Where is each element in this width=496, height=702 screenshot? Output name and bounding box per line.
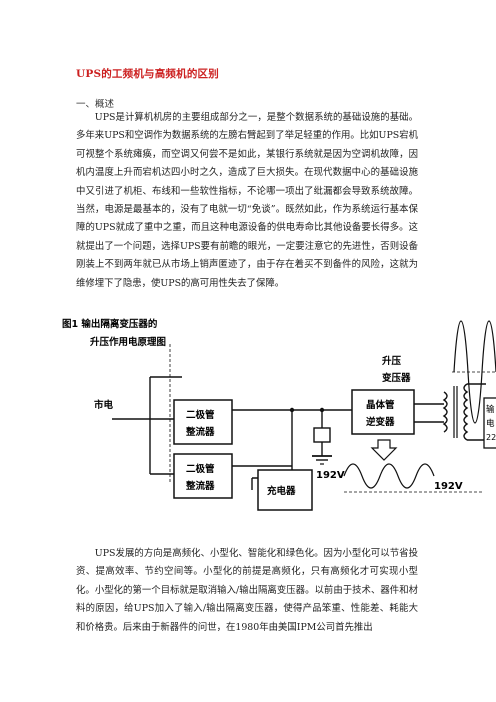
inverter-box (351, 389, 415, 435)
small-sine-wave (343, 463, 435, 489)
circuit-figure: 图1 输出隔离变压器的 升压作用电原理图 市电 二极管 整流器 二极管 整流器 … (62, 318, 496, 511)
rectifier1-line2: 整流器 (185, 426, 215, 438)
rectifier2-line1: 二极管 (186, 463, 215, 475)
rectifier-box-1 (173, 399, 233, 445)
transformer-primary-coil (442, 391, 448, 433)
section-heading: 一、概述 (76, 99, 115, 110)
output-line3: 22 (486, 433, 496, 442)
mains-label: 市电 (94, 399, 114, 411)
transformer-line2: 变压器 (382, 372, 411, 384)
transformer-secondary-coil (463, 383, 469, 441)
inverter-line2: 逆变器 (366, 416, 395, 428)
output-line2: 电 (486, 418, 495, 429)
paragraph-overview: UPS是计算机机房的主要组成部分之一，是整个数据系统的基础设施的基础。多年来UP… (76, 109, 418, 293)
inverter-out-voltage: 192V (434, 481, 463, 492)
rectifier-box-2 (173, 453, 233, 499)
charger-label: 充电器 (267, 485, 296, 497)
charger-box (257, 469, 313, 511)
figure-caption-line1: 图1 输出隔离变压器的 (62, 318, 158, 330)
output-box (483, 397, 496, 449)
battery-icon (313, 427, 331, 443)
rectifier2-line2: 整流器 (185, 480, 215, 492)
paragraph-overview-text: UPS是计算机机房的主要组成部分之一，是整个数据系统的基础设施的基础。多年来UP… (76, 112, 418, 289)
output-line1: 输 (486, 404, 495, 415)
paragraph-trend-text: UPS发展的方向是高频化、小型化、智能化和绿色化。因为小型化可以节省投资、提高效… (76, 548, 418, 633)
battery-voltage: 192V (316, 470, 345, 481)
document-title: UPS的工频机与高频机的区别 (76, 68, 219, 80)
transformer-line1: 升压 (382, 355, 402, 367)
large-sine-wave (453, 320, 496, 424)
figure-caption-line2: 升压作用电原理图 (90, 336, 166, 348)
inverter-line1: 晶体管 (366, 399, 395, 411)
paragraph-trend: UPS发展的方向是高频化、小型化、智能化和绿色化。因为小型化可以节省投资、提高效… (76, 545, 418, 637)
rectifier1-line1: 二极管 (186, 409, 215, 421)
down-arrow-icon (370, 439, 398, 461)
